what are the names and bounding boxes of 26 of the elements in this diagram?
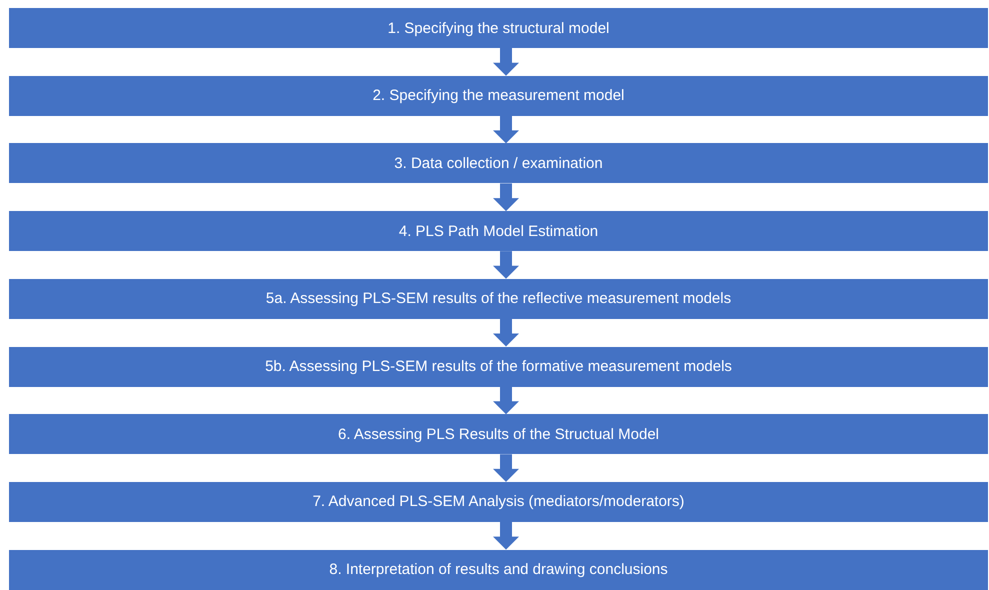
arrow bbox=[493, 183, 519, 212]
arrow bbox=[493, 522, 519, 550]
step-bar bbox=[9, 8, 988, 48]
arrow bbox=[493, 454, 519, 482]
step-bar bbox=[9, 346, 988, 386]
arrow bbox=[493, 48, 519, 76]
step-bar bbox=[9, 211, 988, 252]
step-label: 5b. Assessing PLS-SEM results of the formative measurement models bbox=[265, 358, 732, 375]
arrow bbox=[493, 318, 519, 346]
step-bar bbox=[9, 550, 988, 590]
step-label: 7. Advanced PLS-SEM Analysis (mediators/moderators) bbox=[312, 493, 684, 510]
step-label: 4. PLS Path Model Estimation bbox=[398, 222, 598, 240]
step-bar bbox=[9, 143, 988, 184]
arrow bbox=[493, 386, 519, 414]
step-label: 6. Assessing PLS Results of the Structual Model bbox=[338, 426, 659, 443]
step-bar bbox=[9, 482, 988, 522]
step-label: 3. Data collection / examination bbox=[394, 154, 603, 172]
step-label: 5a. Assessing PLS-SEM results of the reflective measurement models bbox=[266, 290, 732, 308]
step-label: 1. Specifying the structural model bbox=[388, 20, 610, 36]
step-bar bbox=[9, 76, 988, 116]
arrow bbox=[493, 251, 519, 279]
step-label: 2. Specifying the measurement model bbox=[372, 87, 624, 104]
arrow bbox=[493, 116, 519, 144]
step-label: 8. Interpretation of results and drawing conclusions bbox=[329, 561, 668, 578]
step-bar bbox=[9, 414, 988, 454]
step-bar bbox=[9, 278, 988, 319]
